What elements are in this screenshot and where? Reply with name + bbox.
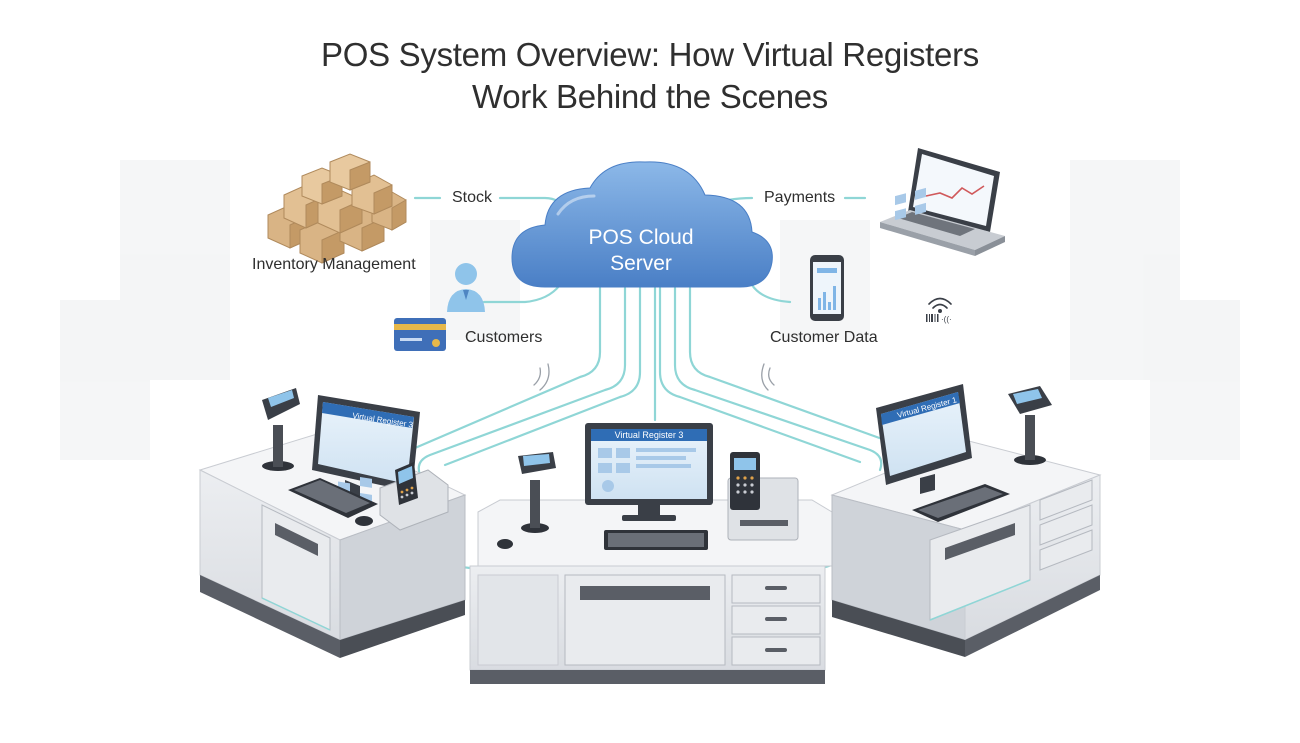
signal-icons: [533, 363, 775, 391]
connector-right-register: [673, 286, 883, 472]
barcode-scanner-icon: [262, 388, 300, 471]
connector-left-register: [417, 286, 627, 477]
stock-label: Stock: [452, 189, 493, 206]
cloud-label-line-1: POS Cloud: [588, 226, 693, 249]
wifi-icon: [928, 297, 952, 313]
right-register-station: Virtual Register 1: [830, 187, 1102, 657]
barcode-icon: ·((·: [926, 314, 952, 324]
diagram-title: POS System Overview: How Virtual Registe…: [0, 34, 1300, 118]
title-line-1: POS System Overview: How Virtual Registe…: [321, 36, 979, 73]
payments-label: Payments: [764, 189, 836, 206]
customers-label: Customers: [465, 329, 543, 346]
card-terminal-icon: [727, 452, 799, 541]
connector-customers: [482, 283, 562, 304]
connector-customer-data: [750, 283, 792, 304]
cloud-label-line-2: Server: [610, 252, 672, 275]
card-terminal-icon: [379, 462, 449, 531]
credit-card-icon: [394, 318, 446, 351]
barcode-scanner-icon: [1008, 386, 1052, 465]
customer-data-label: Customer Data: [770, 329, 878, 346]
inventory-management-label: Inventory Management: [252, 256, 416, 273]
laptop-icon: [880, 148, 1005, 256]
pos-cloud-server: POS Cloud Server: [511, 161, 773, 288]
center-register-station: Virtual Register 3: [469, 423, 833, 684]
smartphone-icon: [810, 255, 844, 321]
svg-text:·((·: ·((·: [941, 315, 952, 324]
left-register-station: Virtual Register 3: [198, 388, 467, 658]
title-line-2: Work Behind the Scenes: [472, 78, 828, 115]
person-icon: [447, 263, 485, 312]
barcode-scanner-icon: [518, 452, 556, 533]
center-register-screen-title: Virtual Register 3: [615, 430, 684, 440]
boxes-icon: [267, 153, 407, 264]
